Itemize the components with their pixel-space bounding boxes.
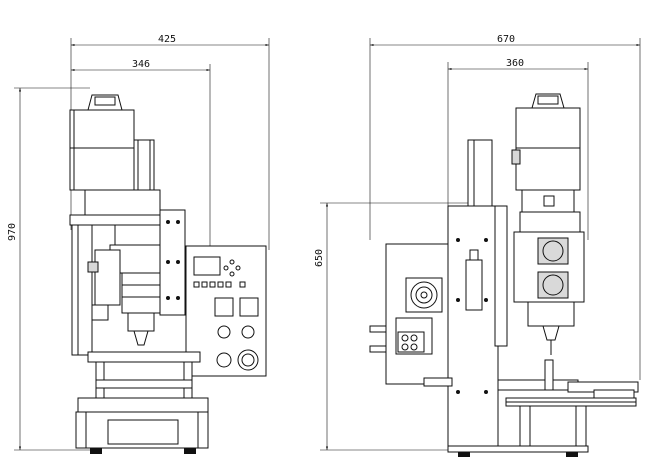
side-height-label: 650 xyxy=(314,249,325,267)
side-handle xyxy=(531,93,565,109)
side-base xyxy=(519,405,587,447)
front-height-dimension: 970 xyxy=(7,87,90,451)
side-overall-width-dimension: 670 xyxy=(369,34,641,380)
side-motor-housing xyxy=(515,107,581,149)
front-control-panel xyxy=(185,245,267,377)
front-motor-housing xyxy=(69,109,135,149)
side-main-plate xyxy=(447,205,499,452)
front-handle xyxy=(87,94,123,111)
side-view: 670 360 650 xyxy=(314,34,641,457)
side-base-width-dimension: 360 xyxy=(447,58,589,240)
front-height-label: 970 xyxy=(7,223,18,241)
side-overall-width-label: 670 xyxy=(497,34,515,45)
front-base-width-label: 346 xyxy=(132,59,150,70)
front-view: 425 346 970 xyxy=(7,34,270,454)
side-base-width-label: 360 xyxy=(506,58,524,69)
side-height-dimension: 650 xyxy=(314,202,470,451)
front-display-screen xyxy=(193,256,221,276)
side-control-box xyxy=(369,243,449,385)
front-overall-width-label: 425 xyxy=(158,34,176,45)
